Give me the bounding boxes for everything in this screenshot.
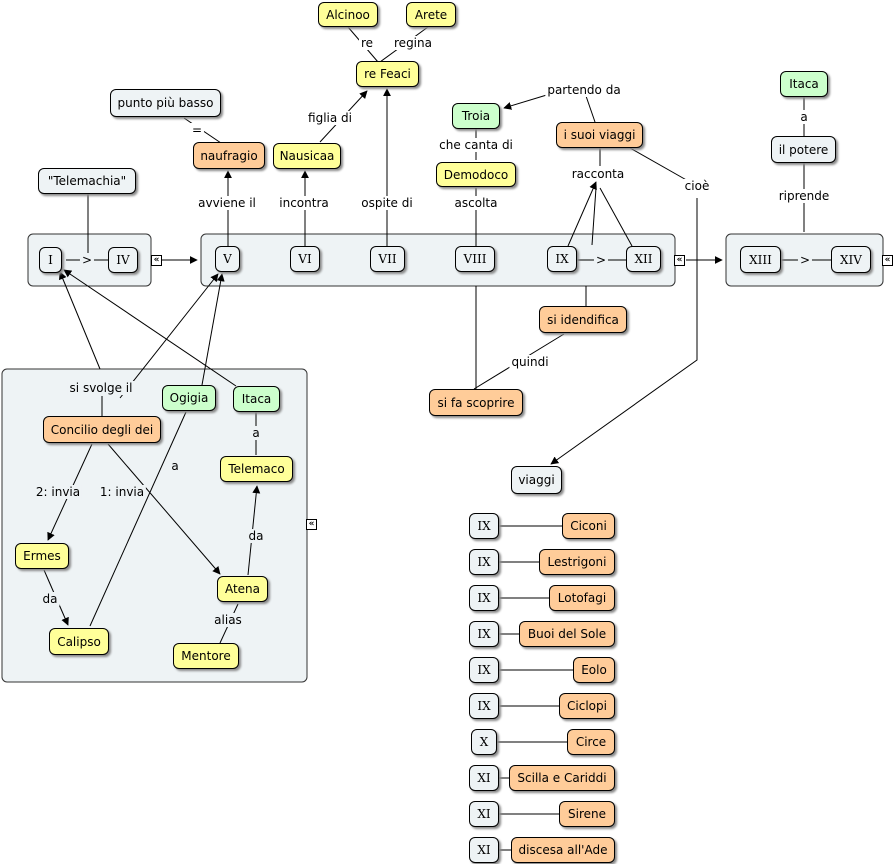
book-vi[interactable]: VI — [290, 246, 320, 272]
viaggi-place[interactable]: Ciclopi — [559, 693, 615, 719]
link-label-partendo-da: partendo da — [545, 83, 623, 97]
node-si-identifica[interactable]: si idendifica — [539, 306, 627, 333]
viaggi-book[interactable]: IX — [469, 585, 499, 611]
link-label-regina: regina — [392, 36, 434, 50]
node-naufragio[interactable]: naufragio — [193, 142, 265, 169]
book-xiii[interactable]: XIII — [740, 246, 781, 273]
node-calipso[interactable]: Calipso — [49, 628, 109, 655]
book-viii[interactable]: VIII — [455, 246, 495, 272]
link-label-a-ogigia: a — [169, 459, 181, 473]
expand-right-group-icon[interactable] — [882, 255, 893, 266]
viaggi-book[interactable]: IX — [469, 657, 499, 683]
node-ermes[interactable]: Ermes — [15, 543, 69, 569]
viaggi-place[interactable]: Lestrigoni — [539, 549, 615, 575]
node-mentore[interactable]: Mentore — [173, 643, 239, 669]
link-label-a: a — [798, 110, 810, 124]
node-ogigia[interactable]: Ogigia — [162, 385, 216, 411]
book-iv[interactable]: IV — [108, 247, 138, 273]
link-label-2-invia: 2: invia — [33, 485, 83, 499]
expand-concilio-group-icon[interactable] — [306, 519, 317, 530]
link-label-alias: alias — [212, 613, 244, 627]
viaggi-place[interactable]: Buoi del Sole — [519, 621, 615, 647]
book-v[interactable]: V — [215, 246, 240, 272]
link-label-che-canta-di: che canta di — [437, 138, 515, 152]
link-label-cioe: cioè — [682, 179, 712, 193]
link-label-da-telemaco: da — [246, 529, 266, 543]
link-label-quindi: quindi — [509, 355, 551, 369]
viaggi-book[interactable]: X — [471, 729, 497, 755]
node-viaggi[interactable]: viaggi — [511, 466, 562, 494]
link-label-a-itaca: a — [250, 426, 262, 440]
link-label-1-invia: 1: invia — [97, 485, 147, 499]
link-label-ascolta: ascolta — [452, 196, 500, 210]
viaggi-place[interactable]: Ciconi — [562, 513, 615, 539]
expand-left-group-icon[interactable] — [151, 255, 162, 266]
node-re-feaci[interactable]: re Feaci — [356, 61, 419, 87]
link-label-equals: = — [189, 123, 205, 137]
node-si-fa-scoprire[interactable]: si fa scoprire — [429, 389, 523, 416]
book-i[interactable]: I — [39, 247, 62, 273]
link-label-ospite-di: ospite di — [359, 196, 415, 210]
book-range-sep: > — [797, 253, 813, 267]
book-vii[interactable]: VII — [370, 246, 405, 272]
node-alcinoo[interactable]: Alcinoo — [318, 2, 378, 27]
viaggi-place[interactable]: Lotofagi — [549, 585, 615, 611]
node-itaca-left[interactable]: Itaca — [233, 386, 280, 412]
link-label-incontra: incontra — [277, 196, 331, 210]
expand-middle-group-icon[interactable] — [674, 255, 685, 266]
node-i-suoi-viaggi[interactable]: i suoi viaggi — [556, 122, 643, 148]
viaggi-place[interactable]: Scilla e Cariddi — [509, 765, 615, 791]
viaggi-book[interactable]: XI — [469, 837, 499, 863]
node-il-potere[interactable]: il potere — [771, 136, 836, 163]
link-label-racconta: racconta — [569, 167, 627, 181]
viaggi-book[interactable]: XI — [469, 765, 499, 791]
node-atena[interactable]: Atena — [217, 576, 268, 602]
node-itaca-top[interactable]: Itaca — [780, 71, 828, 97]
viaggi-book[interactable]: XI — [469, 801, 499, 827]
viaggi-book[interactable]: IX — [469, 513, 499, 539]
book-range-sep: > — [79, 253, 95, 267]
node-telemachia[interactable]: "Telemachia" — [38, 168, 136, 194]
viaggi-place[interactable]: Sirene — [559, 801, 615, 827]
viaggi-place[interactable]: discesa all'Ade — [511, 837, 615, 863]
link-label-riprende: riprende — [776, 189, 832, 203]
viaggi-place[interactable]: Circe — [567, 729, 615, 755]
book-range-sep: > — [593, 253, 609, 267]
link-label-figlia-di: figlia di — [306, 111, 354, 125]
node-telemaco[interactable]: Telemaco — [220, 456, 293, 482]
book-xii[interactable]: XII — [626, 246, 661, 272]
node-arete[interactable]: Arete — [406, 2, 456, 27]
book-ix[interactable]: IX — [547, 246, 577, 272]
viaggi-book[interactable]: IX — [469, 621, 499, 647]
node-nausicaa[interactable]: Nausicaa — [273, 143, 341, 169]
node-demodoco[interactable]: Demodoco — [436, 162, 516, 187]
link-label-re: re — [358, 36, 376, 50]
node-troia[interactable]: Troia — [452, 103, 500, 129]
viaggi-place[interactable]: Eolo — [573, 657, 615, 683]
viaggi-book[interactable]: IX — [469, 693, 499, 719]
node-concilio-degli-dei[interactable]: Concilio degli dei — [43, 416, 161, 443]
viaggi-book[interactable]: IX — [469, 549, 499, 575]
book-xiv[interactable]: XIV — [831, 246, 871, 273]
node-punto-piu-basso[interactable]: punto più basso — [110, 89, 221, 117]
link-label-si-svolge-il: si svolge il — [67, 381, 135, 395]
link-label-avviene-il: avviene il — [196, 196, 258, 210]
link-label-da-ermes: da — [40, 592, 60, 606]
